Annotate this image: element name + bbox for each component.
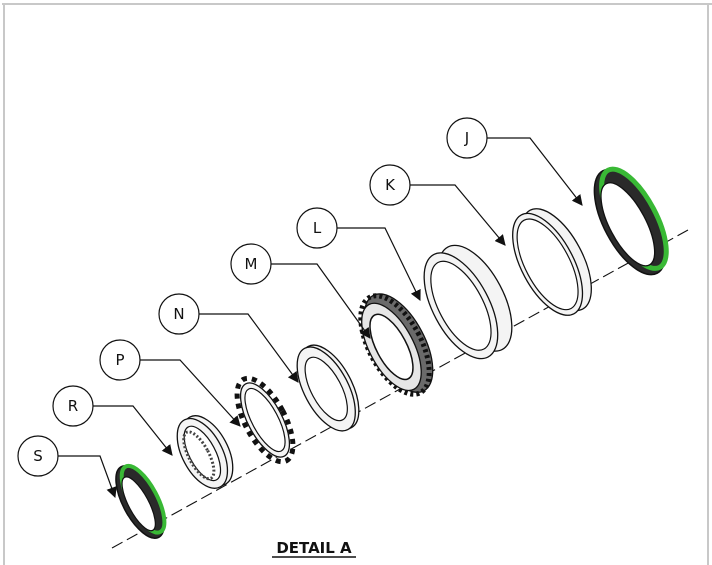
callout-s-circle — [17, 435, 59, 477]
drawing-frame — [2, 3, 712, 565]
part-p-lock-washer — [234, 375, 296, 465]
callout-l: L — [296, 207, 338, 249]
part-m-bearing-cone — [358, 293, 434, 397]
leader-line-l — [337, 227, 421, 301]
leader-line-m — [271, 263, 371, 339]
callout-s-label: S — [33, 447, 43, 465]
part-j-seal — [593, 166, 669, 276]
leader-lines — [58, 137, 583, 499]
callout-n-circle — [158, 293, 200, 335]
callout-k-label: K — [385, 176, 396, 194]
callout-k: K — [369, 164, 411, 206]
callout-l-circle — [296, 207, 338, 249]
leader-line-p — [140, 359, 241, 427]
callout-p-label: P — [115, 351, 124, 369]
callout-r: R — [52, 385, 94, 427]
leader-line-j — [487, 137, 583, 206]
callout-m-circle — [230, 243, 272, 285]
callout-k-circle — [369, 164, 411, 206]
part-l-bearing-cup — [423, 244, 513, 360]
callout-p-circle — [99, 339, 141, 381]
part-s-seal — [115, 463, 167, 539]
callout-j-label: J — [464, 129, 469, 147]
callout-j: J — [446, 117, 488, 159]
callout-l-label: L — [313, 219, 322, 237]
callout-n-label: N — [173, 305, 184, 323]
detail-title: DETAIL A — [276, 539, 352, 557]
leader-line-r — [93, 405, 173, 456]
part-r-nut — [176, 415, 234, 489]
callout-r-label: R — [68, 397, 78, 415]
part-n-washer — [296, 344, 360, 432]
leader-line-n — [199, 313, 299, 383]
part-k-spacer-ring — [512, 208, 592, 316]
callout-j-circle — [446, 117, 488, 159]
leader-line-k — [410, 184, 506, 246]
callout-r-circle — [52, 385, 94, 427]
callout-m: M — [230, 243, 272, 285]
leader-line-s — [58, 455, 117, 499]
callout-p: P — [99, 339, 141, 381]
callout-n: N — [158, 293, 200, 335]
callout-s: S — [17, 435, 59, 477]
callout-m-label: M — [245, 255, 258, 273]
